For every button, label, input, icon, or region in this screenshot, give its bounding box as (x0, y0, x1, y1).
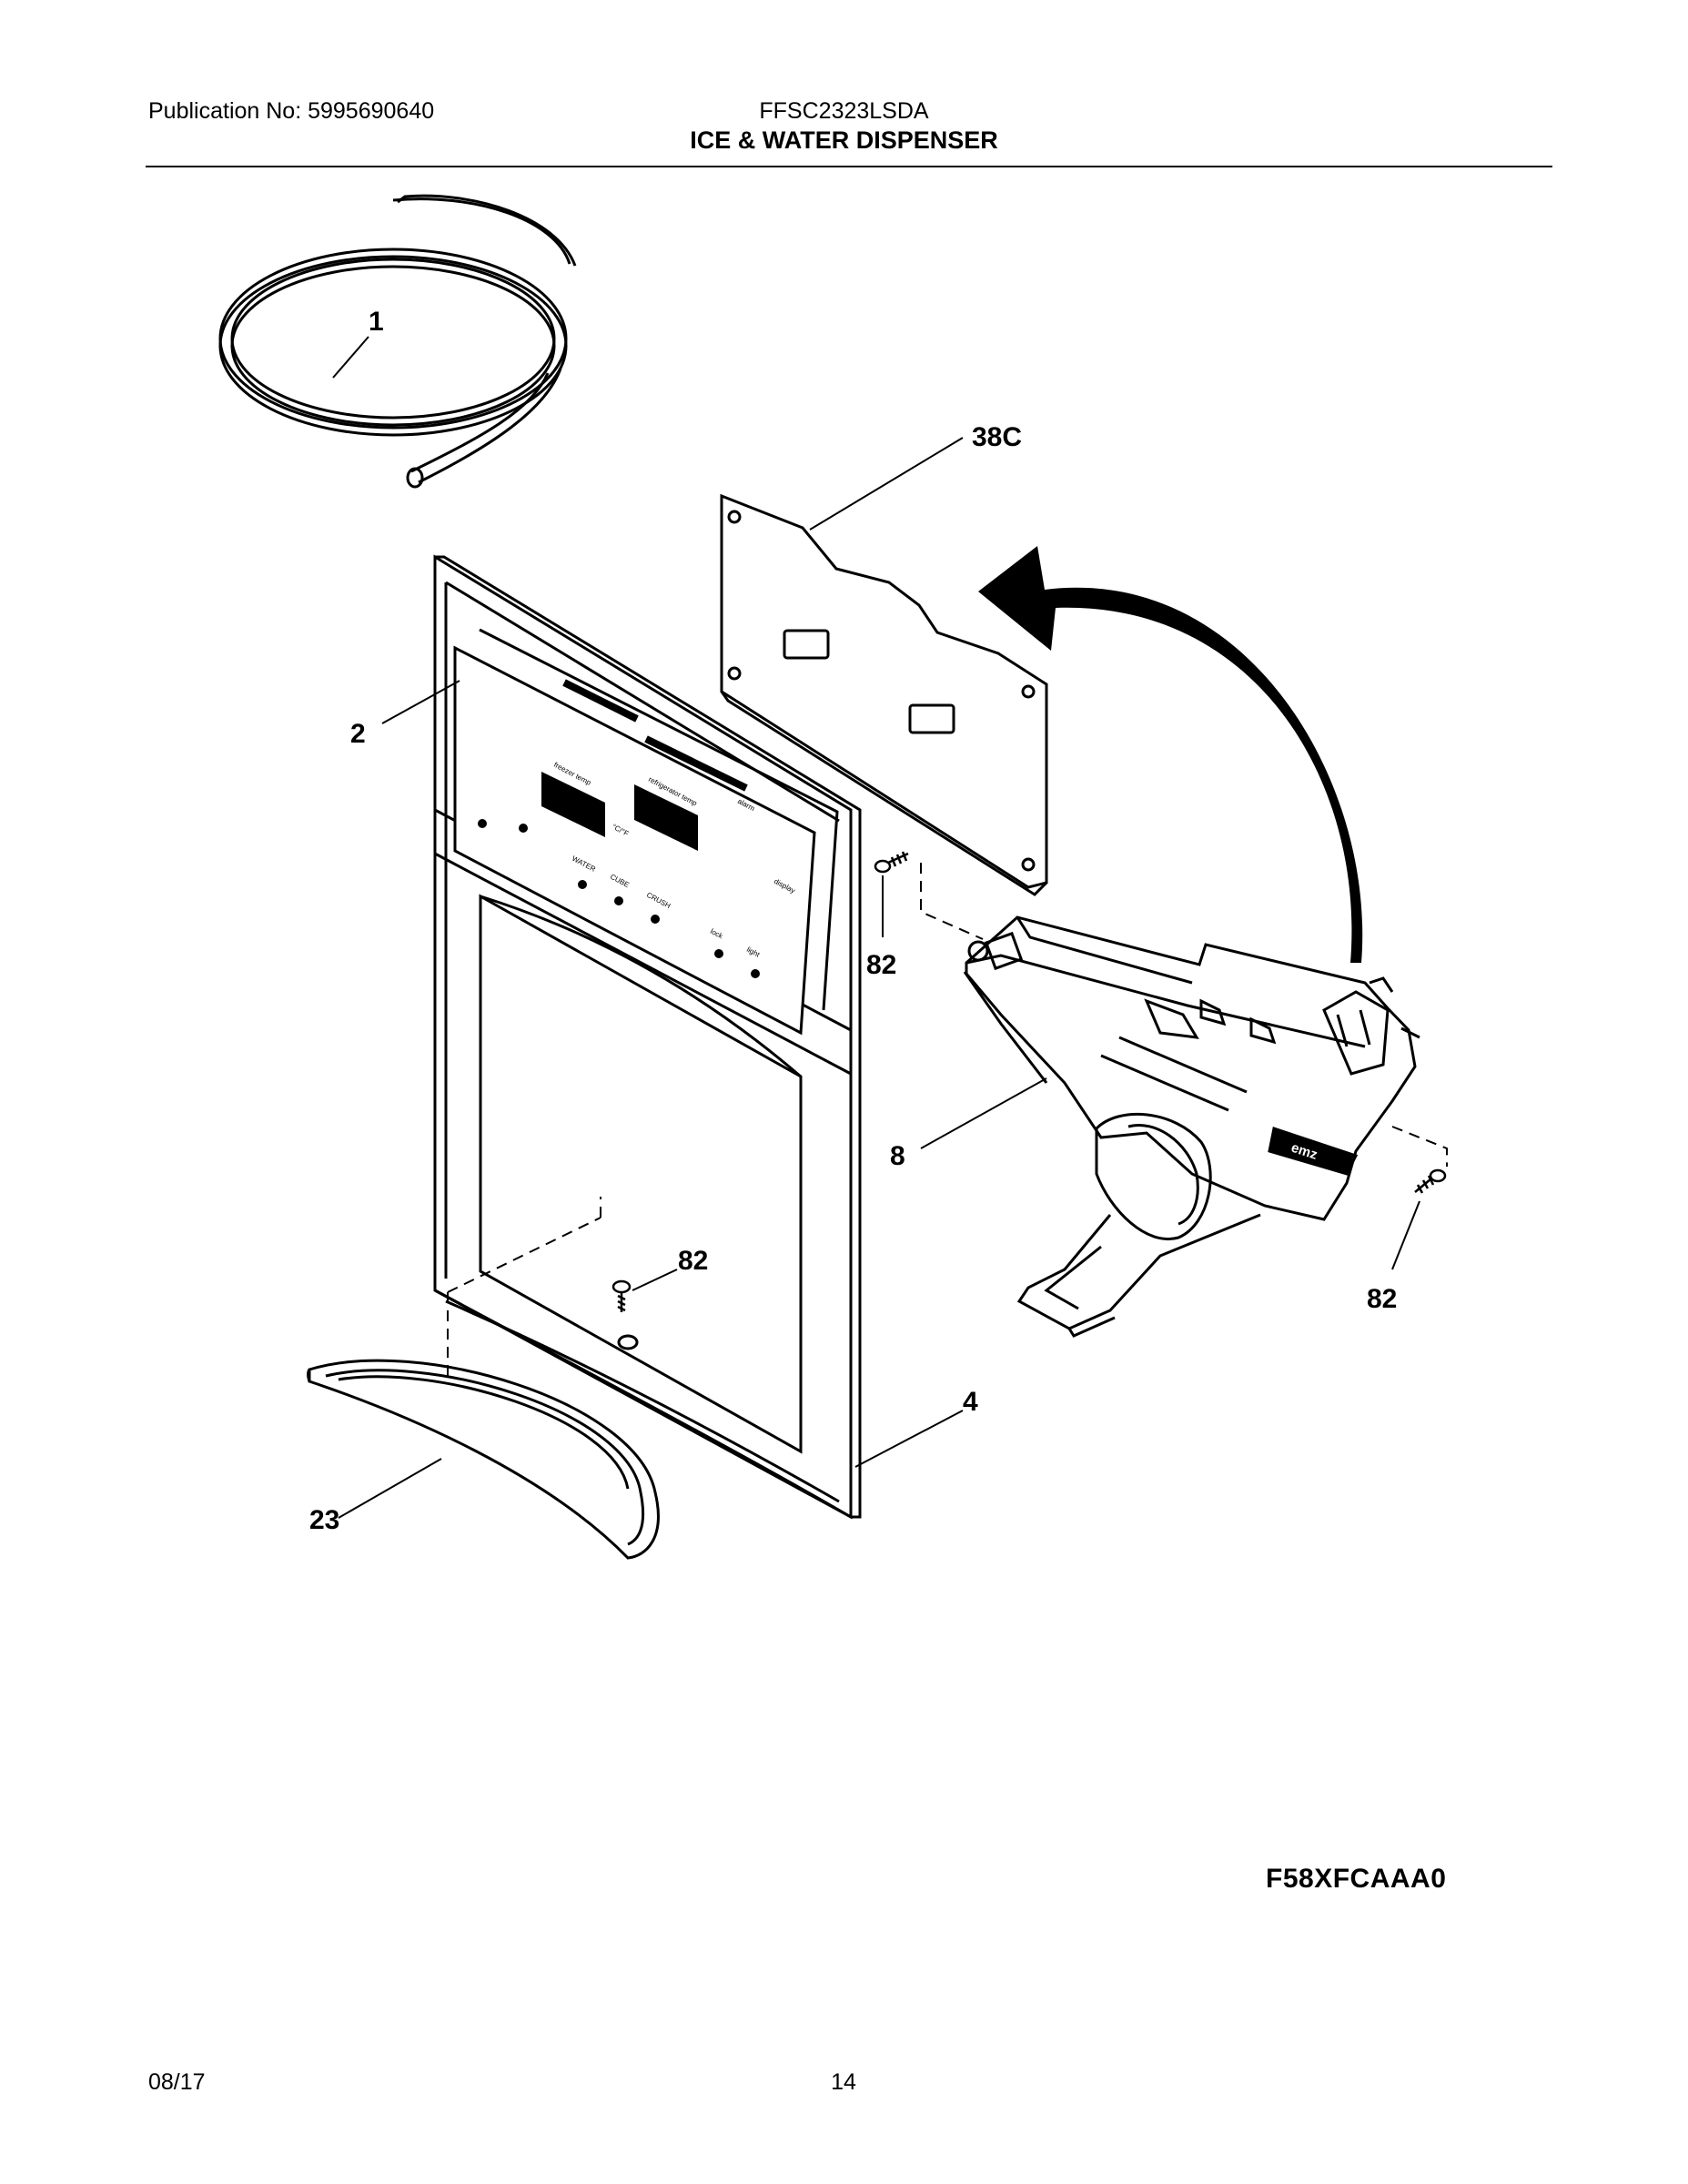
screw-bottom-part (612, 1279, 632, 1312)
callout-8: 8 (890, 1141, 905, 1171)
callout-82-bottom: 82 (678, 1246, 708, 1276)
leader-line-1 (332, 336, 369, 379)
leader-line-4 (854, 1410, 964, 1468)
callout-38c: 38C (972, 422, 1022, 452)
leader-line-23 (338, 1458, 442, 1519)
model-number: FFSC2323LSDA (759, 98, 929, 124)
callout-1: 1 (369, 307, 384, 337)
callout-2: 2 (350, 719, 366, 749)
publication-date: 08/17 (148, 2069, 206, 2095)
section-title: ICE & WATER DISPENSER (690, 126, 998, 154)
callout-23: 23 (309, 1505, 339, 1535)
leader-line-82-right (1391, 1200, 1420, 1270)
assembly-direction-arrow (978, 546, 1363, 963)
screw-top-alignment-line (920, 863, 984, 940)
ice-chute-housing-part (963, 915, 1420, 1338)
screw-right-part (1414, 1168, 1447, 1194)
callout-82-right: 82 (1367, 1284, 1397, 1314)
drip-tray-part (307, 1359, 660, 1560)
leader-line-8 (920, 1077, 1047, 1149)
tray-alignment-lines (447, 1197, 601, 1383)
publication-number: Publication No: 5995690640 (148, 98, 435, 124)
leader-line-82-bottom (632, 1269, 678, 1291)
callout-82-top: 82 (866, 950, 896, 980)
callout-4: 4 (963, 1387, 978, 1417)
screw-right-alignment-line (1391, 1126, 1448, 1167)
header-rule (146, 166, 1552, 167)
dispenser-back-panel-part (720, 493, 1048, 896)
water-tubing-part (218, 194, 577, 489)
page-number: 14 (831, 2069, 856, 2095)
screw-top-part (874, 851, 909, 874)
control-overlay-part: freezer temp refrigerator temp °C/°F WAT… (453, 628, 839, 1036)
leader-line-2 (381, 680, 460, 724)
illustration-code: F58XFCAAA0 (1266, 1864, 1447, 1894)
leader-line-38c (809, 437, 964, 531)
